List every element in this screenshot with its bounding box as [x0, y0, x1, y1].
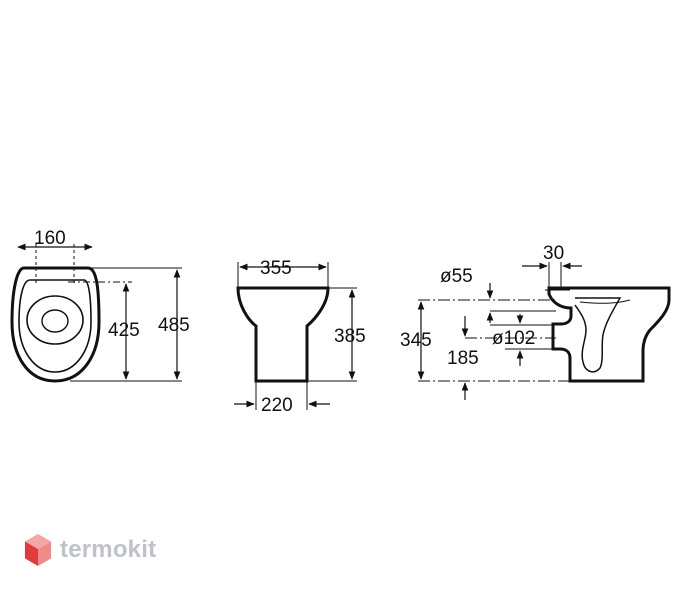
dim-label-160: 160: [34, 228, 66, 249]
dim-label-385: 385: [334, 326, 366, 347]
dim-label-485: 485: [158, 315, 190, 336]
toilet-body-front: [236, 286, 330, 383]
watermark-text: termokit: [60, 536, 157, 563]
dim-label-345: 345: [400, 330, 432, 351]
bowl-drain-top: [41, 309, 69, 333]
top-view: 160 425 485: [10, 228, 190, 383]
toilet-body-side: [547, 286, 671, 383]
dim-label-185: 185: [447, 348, 479, 369]
bowl-interior-side: [574, 297, 622, 373]
termokit-watermark: termokit: [24, 533, 156, 567]
seat-ring-top: [18, 279, 92, 373]
dim-label-55: ø55: [440, 266, 473, 287]
bowl-opening-top: [26, 295, 84, 345]
dim-label-220: 220: [261, 395, 293, 416]
dim-label-102: ø102: [492, 328, 535, 349]
dim-label-355: 355: [260, 258, 292, 279]
side-view: 30 ø55 345 185 ø102: [400, 243, 671, 400]
dim-label-30: 30: [543, 243, 564, 264]
bowl-outline-top: [10, 266, 101, 383]
dim-label-425: 425: [108, 320, 140, 341]
termokit-logo-icon: [25, 534, 51, 566]
rim-detail-side: [579, 299, 631, 304]
front-view: 355 385 220: [234, 258, 366, 416]
